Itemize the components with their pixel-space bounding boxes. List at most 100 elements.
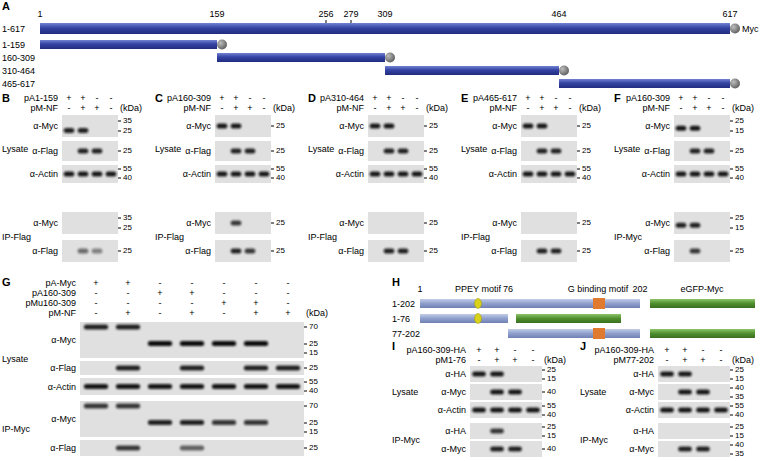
residue-number: 159 — [209, 10, 224, 19]
antibody-label: α-Flag — [50, 444, 76, 453]
marker-size: 25 — [429, 122, 438, 130]
marker-tick — [304, 344, 307, 345]
section-label: IP-Flag — [461, 233, 490, 242]
antibody-label: α-Actin — [489, 170, 517, 179]
antibody-label: α-Flag — [338, 247, 364, 256]
protein-band — [231, 124, 242, 129]
protein-band — [551, 172, 562, 177]
marker-tick — [118, 228, 121, 229]
marker-size: 25 — [309, 419, 318, 427]
marker-tick — [730, 251, 733, 252]
antibody-label: α-Flag — [32, 147, 58, 156]
protein-band — [244, 366, 268, 371]
marker-tick — [304, 448, 307, 449]
marker-tick — [577, 178, 580, 179]
blot-membrane — [368, 141, 424, 161]
antibody-label: α-Actin — [626, 406, 654, 415]
lane-sign: - — [95, 298, 98, 307]
unit-label: (kDa) — [732, 103, 754, 112]
lane-sign: + — [247, 103, 252, 112]
protein-band — [508, 408, 522, 413]
unit-label: (kDa) — [273, 103, 295, 112]
lane-sign: - — [287, 278, 290, 287]
plasmid-label: pM-NF — [337, 103, 365, 112]
marker-tick — [118, 251, 121, 252]
blot-membrane — [368, 165, 424, 183]
protein-band — [180, 366, 204, 371]
protein-band — [180, 384, 204, 389]
marker-size: 25 — [309, 364, 318, 372]
protein-bar — [508, 329, 640, 338]
marker-size: 25 — [735, 247, 744, 255]
protein-band — [714, 408, 728, 413]
marker-tick — [424, 169, 427, 170]
marker-size: 55 — [547, 402, 556, 410]
marker-size: 15 — [735, 432, 744, 440]
protein-band — [537, 249, 548, 254]
marker-size: 35 — [735, 450, 744, 458]
plasmid-label: pM77-202 — [613, 356, 654, 365]
protein-band — [398, 249, 409, 254]
marker-tick — [542, 436, 545, 437]
antibody-label: α-Myc — [33, 219, 58, 228]
protein-band — [676, 172, 687, 177]
protein-band — [78, 128, 89, 133]
tag-circle — [559, 66, 569, 76]
protein-band — [472, 372, 486, 377]
protein-band — [523, 172, 534, 177]
protein-band — [508, 447, 522, 452]
lane-sign: - — [708, 93, 711, 102]
blot-membrane — [674, 141, 730, 161]
blot-membrane — [521, 212, 577, 234]
blot-membrane — [470, 441, 542, 457]
protein-band — [412, 172, 423, 177]
section-label: Lysate — [2, 354, 28, 363]
marker-tick — [304, 391, 307, 392]
protein-band — [217, 172, 228, 177]
blot-membrane — [62, 115, 118, 137]
plasmid-label: pM-NF — [31, 103, 59, 112]
marker-tick — [730, 388, 733, 389]
marker-tick — [577, 151, 580, 152]
protein-band — [92, 249, 103, 254]
antibody-label: α-Myc — [339, 122, 364, 131]
lane-sign: - — [416, 103, 419, 112]
marker-size: 55 — [429, 165, 438, 173]
protein-band — [551, 149, 562, 154]
protein-band — [370, 172, 381, 177]
plasmid-label: pM-NF — [184, 103, 212, 112]
protein-band — [565, 172, 576, 177]
protein-band — [245, 149, 256, 154]
marker-size: 15 — [735, 127, 744, 135]
lane-sign: + — [494, 346, 499, 355]
antibody-label: α-HA — [633, 427, 654, 436]
lane-sign: + — [400, 103, 405, 112]
marker-tick — [118, 218, 121, 219]
marker-size: 15 — [309, 349, 318, 357]
lane-sign: + — [539, 93, 544, 102]
residue-number: 202 — [632, 285, 647, 294]
blot-membrane — [470, 366, 542, 382]
lane-sign: - — [127, 288, 130, 297]
marker-tick — [542, 379, 545, 380]
antibody-label: α-Flag — [644, 247, 670, 256]
blot-membrane — [674, 240, 730, 262]
marker-size: 25 — [582, 122, 591, 130]
lane-sign: - — [263, 103, 266, 112]
antibody-label: α-HA — [445, 370, 466, 379]
lane-sign: - — [127, 298, 130, 307]
marker-tick — [730, 436, 733, 437]
marker-size: 25 — [123, 147, 132, 155]
antibody-label: α-Flag — [491, 147, 517, 156]
protein-band — [148, 420, 172, 425]
marker-tick — [730, 131, 733, 132]
lane-sign: - — [249, 93, 252, 102]
plasmid-label: pA160-309-HA — [594, 346, 654, 355]
antibody-label: α-Flag — [491, 247, 517, 256]
marker-size: 40 — [735, 384, 744, 392]
marker-tick — [118, 121, 121, 122]
antibody-label: α-Myc — [492, 122, 517, 131]
blot-membrane — [80, 378, 304, 395]
marker-size: 70 — [309, 323, 318, 331]
lane-sign: - — [110, 93, 113, 102]
